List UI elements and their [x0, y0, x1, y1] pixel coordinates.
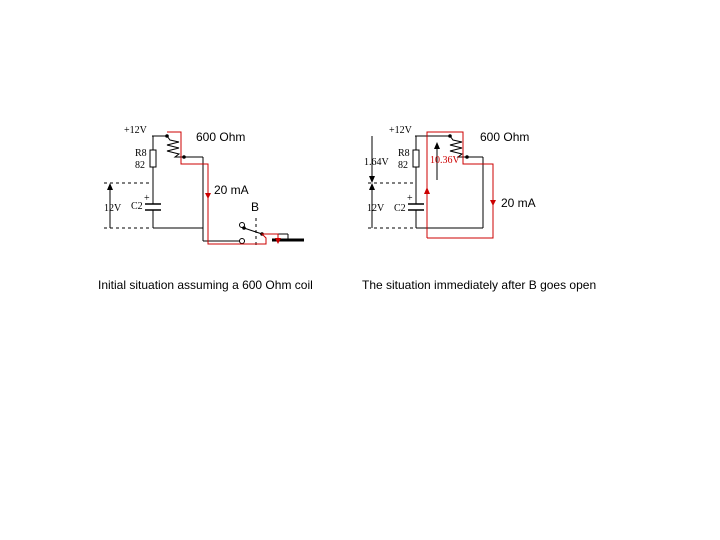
left-coil-label: 600 Ohm	[196, 130, 245, 144]
right-coil-label: 600 Ohm	[480, 130, 529, 144]
right-voltage-arrowhead-icon	[369, 183, 375, 190]
left-switch-contact-bottom	[239, 238, 245, 244]
right-supply-label: +12V	[389, 125, 413, 136]
left-current-arrowhead-icon	[205, 193, 211, 199]
right-coil-voltage: 10.36V	[430, 155, 461, 166]
right-caption: The situation immediately after B goes o…	[362, 278, 596, 292]
left-voltage-label: 12V	[104, 203, 122, 214]
left-caption: Initial situation assuming a 600 Ohm coi…	[98, 278, 313, 292]
left-switch-contact-top	[239, 222, 245, 228]
right-current-arrowhead-icon	[490, 200, 496, 206]
left-voltage-arrowhead-icon	[107, 183, 113, 190]
right-coil-voltage-arrowhead-icon	[434, 142, 440, 149]
right-resistor-value: 82	[398, 160, 408, 171]
left-supply-label: +12V	[124, 125, 148, 136]
left-ground-arrowhead-icon	[275, 238, 281, 244]
right-return-arrowhead-icon	[424, 187, 430, 194]
left-dashed-lines	[104, 182, 257, 248]
right-resistor-r8	[412, 149, 420, 168]
right-cap-plus: +	[407, 193, 413, 204]
left-cap-plus: +	[144, 193, 150, 204]
left-resistor-r8	[149, 149, 157, 168]
right-cap-label: C2	[394, 203, 406, 214]
left-switch-label: B	[251, 200, 259, 214]
left-resistor-value: 82	[135, 160, 145, 171]
right-resistor-name: R8	[398, 148, 410, 159]
left-capacitor-c2	[145, 203, 161, 211]
right-current-label: 20 mA	[501, 196, 536, 210]
right-dashed-lines	[368, 182, 415, 229]
right-capacitor-c2	[408, 203, 424, 211]
right-circuit: +12V 600 Ohm R8 82 1.64V 10.36V 20 mA 12…	[362, 125, 596, 292]
left-resistor-name: R8	[135, 148, 147, 159]
left-cap-label: C2	[131, 201, 143, 212]
right-junction-dots	[448, 134, 469, 159]
left-coil-icon	[166, 135, 184, 158]
left-current-label: 20 mA	[214, 183, 249, 197]
right-coil-icon	[449, 135, 467, 158]
right-drop-voltage: 1.64V	[364, 157, 390, 168]
left-circuit: +12V 600 Ohm R8 82 20 mA B 12V + C2 Init…	[98, 125, 313, 292]
right-current-path	[426, 131, 494, 239]
right-wires	[415, 135, 484, 229]
right-drop-arrowhead-icon	[369, 176, 375, 183]
right-voltage-label: 12V	[367, 203, 385, 214]
left-current-path	[167, 131, 279, 245]
